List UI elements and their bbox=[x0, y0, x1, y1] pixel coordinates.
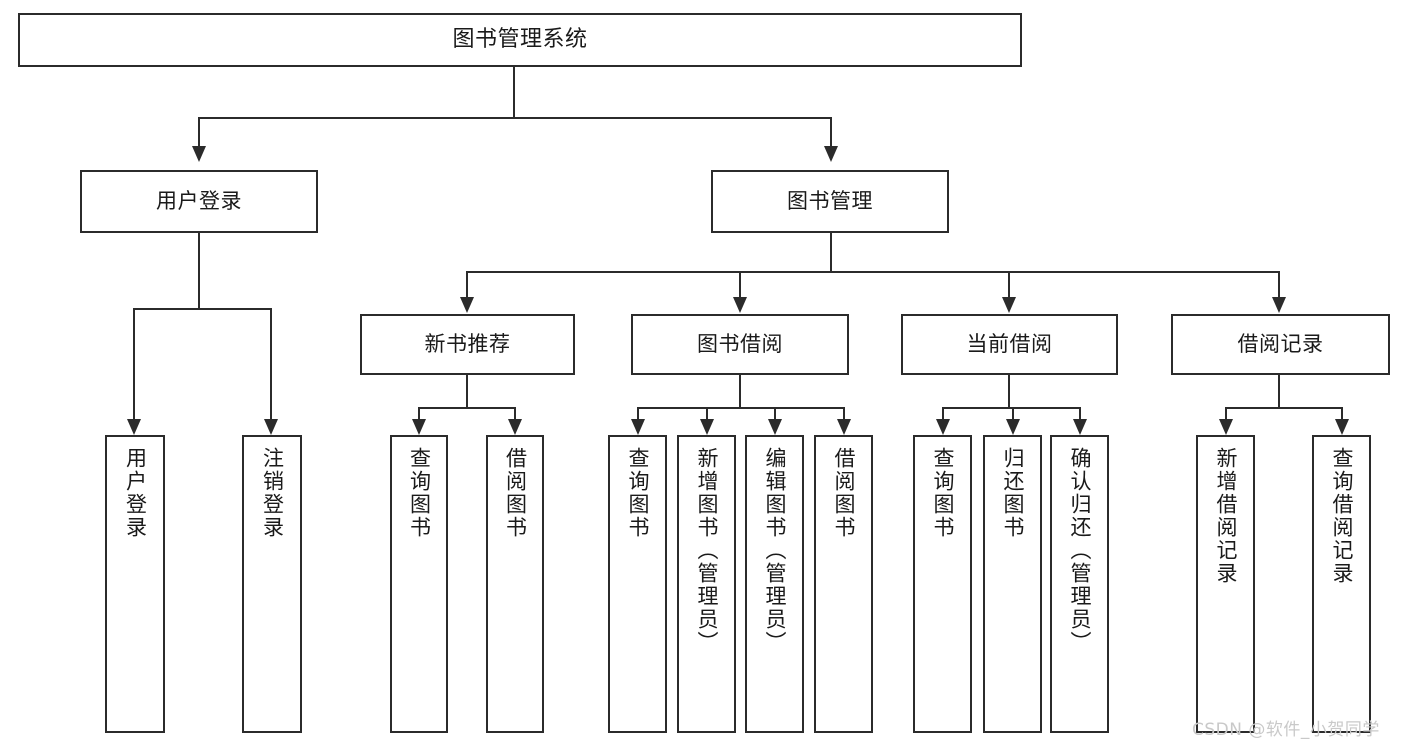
connector-root-bus bbox=[198, 117, 832, 119]
connector-root-drop-2 bbox=[830, 117, 832, 146]
connector-newbook-stem bbox=[466, 375, 468, 408]
node-label: 图书管理系统 bbox=[452, 26, 588, 52]
node-book-management[interactable]: 图书管理 bbox=[711, 170, 949, 233]
node-label: 借阅图书 bbox=[832, 447, 856, 539]
leaf-borrow-record-add[interactable]: 新增借阅记录 bbox=[1196, 435, 1255, 733]
connector-borrowrecord-stem bbox=[1278, 375, 1280, 408]
node-label: 借阅记录 bbox=[1237, 331, 1324, 356]
node-label: 用户登录 bbox=[156, 188, 242, 213]
connector-bb-drop-4 bbox=[843, 407, 845, 419]
connector-user-login-drop-2 bbox=[270, 308, 272, 419]
connector-newbook-drop-1 bbox=[418, 407, 420, 419]
connector-newbook-bus bbox=[418, 407, 516, 409]
node-book-borrow[interactable]: 图书借阅 bbox=[631, 314, 849, 375]
connector-root-stem bbox=[513, 67, 515, 118]
connector-bm-drop-1 bbox=[466, 271, 468, 297]
node-label: 新增图书（管理员） bbox=[695, 447, 719, 654]
connector-user-login-stem bbox=[198, 233, 200, 309]
node-label: 查询借阅记录 bbox=[1330, 447, 1354, 585]
node-label: 图书借阅 bbox=[697, 331, 783, 356]
arrow-bm-to-new-book bbox=[460, 297, 474, 313]
node-new-book-recommend[interactable]: 新书推荐 bbox=[360, 314, 575, 375]
node-label: 查询图书 bbox=[407, 447, 432, 539]
arrow-user-login-leaf-1 bbox=[127, 419, 141, 435]
connector-bookborrow-bus bbox=[637, 407, 845, 409]
node-root-book-management-system[interactable]: 图书管理系统 bbox=[18, 13, 1022, 67]
node-label: 当前借阅 bbox=[966, 331, 1053, 356]
arrow-bb-leaf-2 bbox=[700, 419, 714, 435]
node-label: 新增借阅记录 bbox=[1214, 447, 1238, 585]
connector-br-drop-2 bbox=[1341, 407, 1343, 419]
node-current-borrow[interactable]: 当前借阅 bbox=[901, 314, 1118, 375]
arrow-bm-to-book-borrow bbox=[733, 297, 747, 313]
leaf-current-borrow-return[interactable]: 归还图书 bbox=[983, 435, 1042, 733]
node-label: 图书管理 bbox=[787, 188, 873, 213]
node-user-login[interactable]: 用户登录 bbox=[80, 170, 318, 233]
node-label: 注销登录 bbox=[260, 447, 285, 539]
arrow-bm-to-current-borrow bbox=[1002, 297, 1016, 313]
arrow-root-to-book-management bbox=[824, 146, 838, 162]
arrow-newbook-leaf-1 bbox=[412, 419, 426, 435]
connector-bb-drop-2 bbox=[706, 407, 708, 419]
node-borrow-record[interactable]: 借阅记录 bbox=[1171, 314, 1390, 375]
arrow-cb-leaf-2 bbox=[1006, 419, 1020, 435]
connector-bm-drop-2 bbox=[739, 271, 741, 297]
arrow-newbook-leaf-2 bbox=[508, 419, 522, 435]
node-label: 查询图书 bbox=[931, 447, 955, 539]
arrow-br-leaf-2 bbox=[1335, 419, 1349, 435]
node-label: 借阅图书 bbox=[503, 447, 528, 539]
leaf-current-borrow-confirm-return[interactable]: 确认归还（管理员） bbox=[1050, 435, 1109, 733]
connector-cb-drop-1 bbox=[942, 407, 944, 419]
connector-book-management-bus bbox=[466, 271, 1279, 273]
connector-book-management-stem bbox=[830, 233, 832, 272]
arrow-user-login-leaf-2 bbox=[264, 419, 278, 435]
leaf-book-borrow-add[interactable]: 新增图书（管理员） bbox=[677, 435, 736, 733]
connector-user-login-drop-1 bbox=[133, 308, 135, 419]
connector-bm-drop-4 bbox=[1278, 271, 1280, 297]
csdn-watermark: CSDN @软件_小贺同学 bbox=[1192, 720, 1380, 740]
leaf-new-book-query[interactable]: 查询图书 bbox=[390, 435, 448, 733]
node-label: 用户登录 bbox=[123, 447, 148, 539]
arrow-bb-leaf-4 bbox=[837, 419, 851, 435]
leaf-book-borrow-borrow[interactable]: 借阅图书 bbox=[814, 435, 873, 733]
connector-user-login-bus bbox=[133, 308, 271, 310]
arrow-bm-to-borrow-record bbox=[1272, 297, 1286, 313]
leaf-user-login-logout[interactable]: 注销登录 bbox=[242, 435, 302, 733]
connector-newbook-drop-2 bbox=[514, 407, 516, 419]
connector-bb-drop-1 bbox=[637, 407, 639, 419]
leaf-new-book-borrow[interactable]: 借阅图书 bbox=[486, 435, 544, 733]
connector-borrowrecord-bus bbox=[1225, 407, 1342, 409]
connector-cb-drop-3 bbox=[1079, 407, 1081, 419]
arrow-cb-leaf-1 bbox=[936, 419, 950, 435]
node-label: 确认归还（管理员） bbox=[1068, 447, 1092, 654]
arrow-bb-leaf-3 bbox=[768, 419, 782, 435]
leaf-book-borrow-query[interactable]: 查询图书 bbox=[608, 435, 667, 733]
arrow-cb-leaf-3 bbox=[1073, 419, 1087, 435]
arrow-root-to-user-login bbox=[192, 146, 206, 162]
connector-br-drop-1 bbox=[1225, 407, 1227, 419]
node-label: 编辑图书（管理员） bbox=[763, 447, 787, 654]
connector-currentborrow-bus bbox=[942, 407, 1079, 409]
arrow-br-leaf-1 bbox=[1219, 419, 1233, 435]
node-label: 新书推荐 bbox=[424, 331, 511, 356]
connector-bookborrow-stem bbox=[739, 375, 741, 408]
connector-bb-drop-3 bbox=[774, 407, 776, 419]
connector-currentborrow-stem bbox=[1008, 375, 1010, 408]
arrow-bb-leaf-1 bbox=[631, 419, 645, 435]
leaf-user-login-login[interactable]: 用户登录 bbox=[105, 435, 165, 733]
connector-cb-drop-2 bbox=[1012, 407, 1014, 419]
connector-root-drop-1 bbox=[198, 117, 200, 146]
connector-bm-drop-3 bbox=[1008, 271, 1010, 297]
leaf-book-borrow-edit[interactable]: 编辑图书（管理员） bbox=[745, 435, 804, 733]
node-label: 归还图书 bbox=[1001, 447, 1025, 539]
node-label: 查询图书 bbox=[626, 447, 650, 539]
leaf-current-borrow-query[interactable]: 查询图书 bbox=[913, 435, 972, 733]
leaf-borrow-record-query[interactable]: 查询借阅记录 bbox=[1312, 435, 1371, 733]
